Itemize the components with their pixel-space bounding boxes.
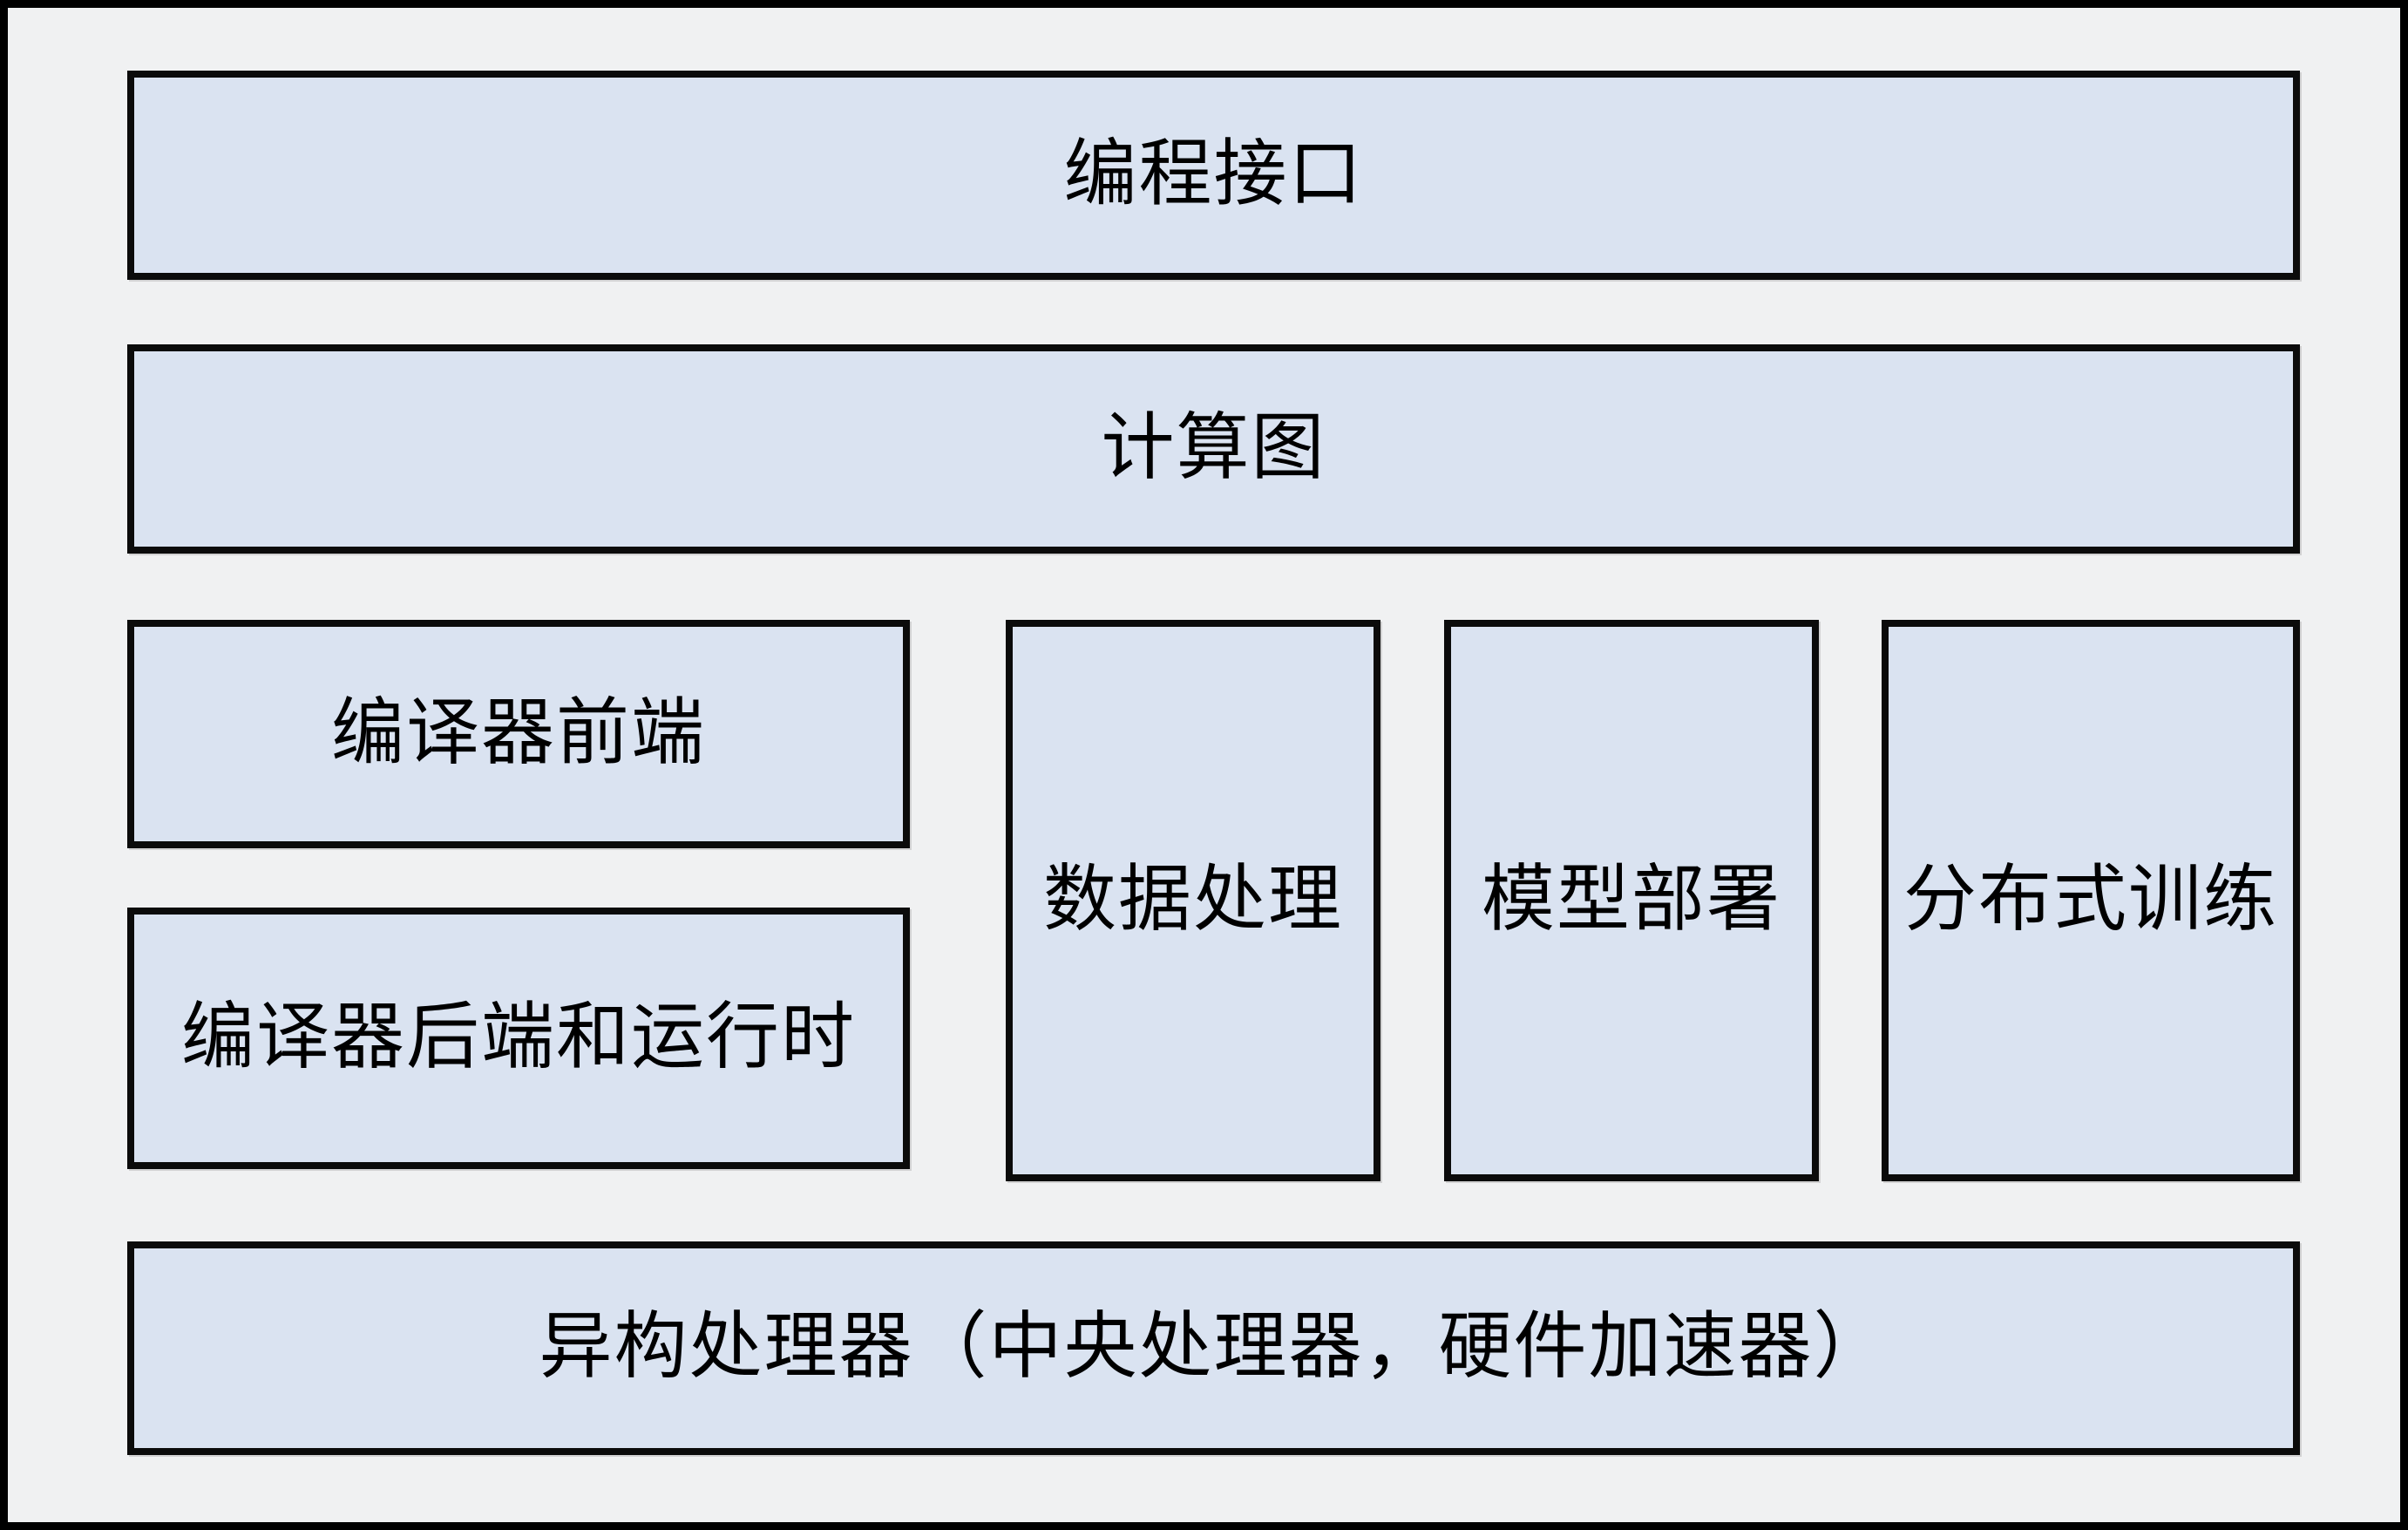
- box-data-processing: 数据处理: [1006, 620, 1380, 1181]
- data-processing-label: 数据处理: [1042, 859, 1343, 941]
- model-deployment-label: 模型部署: [1481, 859, 1781, 941]
- compiler-frontend-label: 编译器前端: [330, 692, 706, 774]
- compiler-backend-runtime-label: 编译器后端和运行时: [180, 996, 856, 1078]
- computation-graph-label: 计算图: [1101, 407, 1326, 489]
- box-distributed-training: 分布式训练: [1882, 620, 2300, 1181]
- distributed-training-label: 分布式训练: [1903, 859, 2278, 941]
- box-compiler-backend-runtime: 编译器后端和运行时: [127, 908, 910, 1169]
- box-heterogeneous-processors: 异构处理器（中央处理器，硬件加速器）: [127, 1241, 2300, 1455]
- box-programming-interface: 编程接口: [127, 71, 2300, 280]
- heterogeneous-processors-label: 异构处理器（中央处理器，硬件加速器）: [539, 1307, 1889, 1389]
- box-computation-graph: 计算图: [127, 344, 2300, 554]
- box-compiler-frontend: 编译器前端: [127, 620, 910, 848]
- box-model-deployment: 模型部署: [1444, 620, 1819, 1181]
- programming-interface-label: 编程接口: [1063, 133, 1364, 215]
